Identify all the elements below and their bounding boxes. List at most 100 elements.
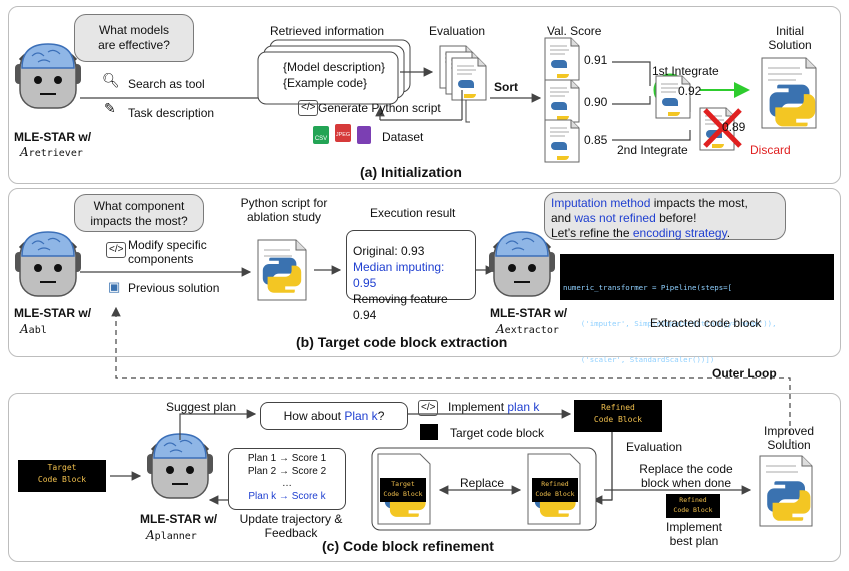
result-original: Original: 0.93 [353, 244, 425, 258]
implement-best-plan-label: Implement best plan [654, 520, 734, 548]
code-file-icon: </> [106, 242, 127, 258]
score-doc-icon-1 [544, 37, 580, 81]
code-block-line2: Code Block [673, 506, 713, 514]
retriever-agent-symbol: Aretriever [20, 145, 83, 161]
target-code-block-legend-icon [420, 424, 438, 440]
ablation-bubble: What component impacts the most? [74, 194, 204, 232]
planner-agent-symbol: Aplanner [146, 528, 197, 544]
code-block-line2: Code Block [37, 475, 87, 484]
code-block-line1: Target [391, 480, 415, 488]
extractor-agent-name: MLE-STAR w/ [490, 306, 568, 320]
second-integrate-label: 2nd Integrate [617, 143, 688, 157]
agent-subscript: abl [28, 325, 47, 336]
code-block-line2: Code Block [593, 415, 643, 424]
bubble-text: . [726, 226, 731, 240]
initial-solution-label: Initial Solution [760, 24, 820, 52]
code-line1: numeric_transformer = Pipeline(steps=[ [563, 283, 733, 292]
replace-when-done-line1: Replace the code [639, 462, 733, 476]
first-integrate-label: 1st Integrate [652, 64, 719, 78]
code-block-line2: Code Block [383, 490, 423, 498]
modify-components-label: Modify specific components [128, 238, 207, 266]
ablation-agent-name: MLE-STAR w/ [14, 306, 92, 320]
update-trajectory-label: Update trajectory & Feedback [236, 512, 346, 540]
plan-history-box: Plan 1 → Score 1 Plan 2 → Score 2 … Plan… [228, 448, 346, 510]
replace-when-done-line2: block when done [640, 476, 732, 490]
bubble-text-line2: are effective? [98, 38, 170, 52]
agent-subscript: extractor [504, 325, 559, 336]
modify-line1: Modify specific [128, 238, 207, 252]
initialization-caption: (a) Initialization [360, 164, 462, 180]
implement-text: Implement [448, 400, 508, 414]
score-doc-icon-2 [544, 79, 580, 123]
code-file-icon: </> [298, 100, 319, 116]
agent-subscript: planner [154, 531, 197, 542]
bubble-text: impacts the most, [650, 196, 748, 210]
sort-label: Sort [494, 80, 518, 94]
task-description-icon: ✎ [104, 100, 116, 116]
previous-solution-label: Previous solution [128, 281, 220, 295]
ablation-agent-symbol: Aabl [20, 322, 47, 338]
extractor-bubble: Imputation method impacts the most, and … [544, 192, 786, 240]
code-file-icon: </> [418, 400, 439, 416]
val-score-label: Val. Score [547, 24, 602, 38]
previous-solution-icon: ▣ [108, 279, 121, 294]
extracted-code-snippet: numeric_transformer = Pipeline(steps=[ (… [560, 254, 834, 364]
code-block-line2: Code Block [535, 490, 575, 498]
search-icon: 🔍︎ [102, 72, 120, 88]
extractor-robot-icon [487, 230, 557, 298]
dataset-label: Dataset [382, 130, 424, 144]
extracted-code-block-label: Extracted code block [650, 316, 762, 330]
discard-label: Discard [750, 143, 791, 157]
generate-script-label: Generate Python script [318, 101, 441, 115]
initial-solution-line2: Solution [768, 38, 812, 52]
evaluation-label: Evaluation [429, 24, 486, 38]
python-script-line1: Python script for [240, 196, 328, 210]
suggest-plan-label: Suggest plan [166, 400, 237, 414]
agent-symbol: A [20, 145, 29, 159]
evaluation-label: Evaluation [626, 440, 683, 454]
bubble-highlight-not-refined: was not refined [574, 211, 656, 225]
plan-history-item: Plan 1 → Score 1 [247, 453, 327, 464]
implement-best-line1: Implement [665, 520, 723, 534]
refinement-caption: (c) Code block refinement [322, 538, 494, 554]
outer-loop-label: Outer Loop [712, 366, 777, 380]
target-code-block-legend: Target code block [450, 426, 545, 440]
agent-symbol: A [20, 322, 29, 336]
best-plan-code-block: Refined Code Block [666, 494, 720, 518]
execution-result-card: Original: 0.93 Median imputing: 0.95 Rem… [346, 230, 476, 322]
python-script-line2: ablation study [246, 210, 322, 224]
code-block-line1: Refined [679, 496, 707, 504]
agent-symbol: A [496, 322, 505, 336]
doc-file-icon [357, 126, 371, 144]
task-description-label: Task description [128, 106, 215, 120]
bubble-text: before! [655, 211, 697, 225]
plan-history-item-k: Plan k → Score k [248, 490, 326, 502]
model-description: {Model description} [283, 60, 386, 74]
outer-loop-arrow [111, 306, 791, 444]
replace-when-done-label: Replace the code block when done [636, 462, 736, 490]
extraction-caption: (b) Target code block extraction [296, 334, 508, 350]
implement-best-line2: best plan [669, 534, 719, 548]
code-line3: ('scaler', StandardScaler())]) [563, 355, 715, 364]
update-line2: Feedback [264, 526, 318, 540]
retriever-bubble: What models are effective? [74, 14, 194, 62]
improved-line1: Improved [763, 424, 815, 438]
bubble-highlight-encoding: encoding strategy [632, 226, 727, 240]
plan-suggestion-box: How about Plan k? [260, 402, 408, 430]
score-1: 0.91 [584, 53, 608, 67]
refined-code-block-doc: Refined Code Block [532, 478, 578, 502]
planner-robot-icon [145, 432, 215, 500]
target-code-block-input: Target Code Block [18, 460, 106, 492]
code-block-line1: Target [47, 463, 77, 472]
planner-agent-name: MLE-STAR w/ [140, 512, 218, 526]
retriever-agent-name: MLE-STAR w/ [14, 130, 92, 144]
result-median: Median imputing: 0.95 [353, 260, 445, 290]
bubble-highlight-imputation: Imputation method [551, 196, 651, 210]
score-3: 0.85 [584, 133, 608, 147]
ablation-robot-icon [13, 230, 83, 298]
bubble-text: and [551, 211, 575, 225]
discard-cross-icon [703, 108, 742, 148]
improved-solution-doc-icon [759, 455, 813, 527]
modify-line2: components [128, 252, 194, 266]
